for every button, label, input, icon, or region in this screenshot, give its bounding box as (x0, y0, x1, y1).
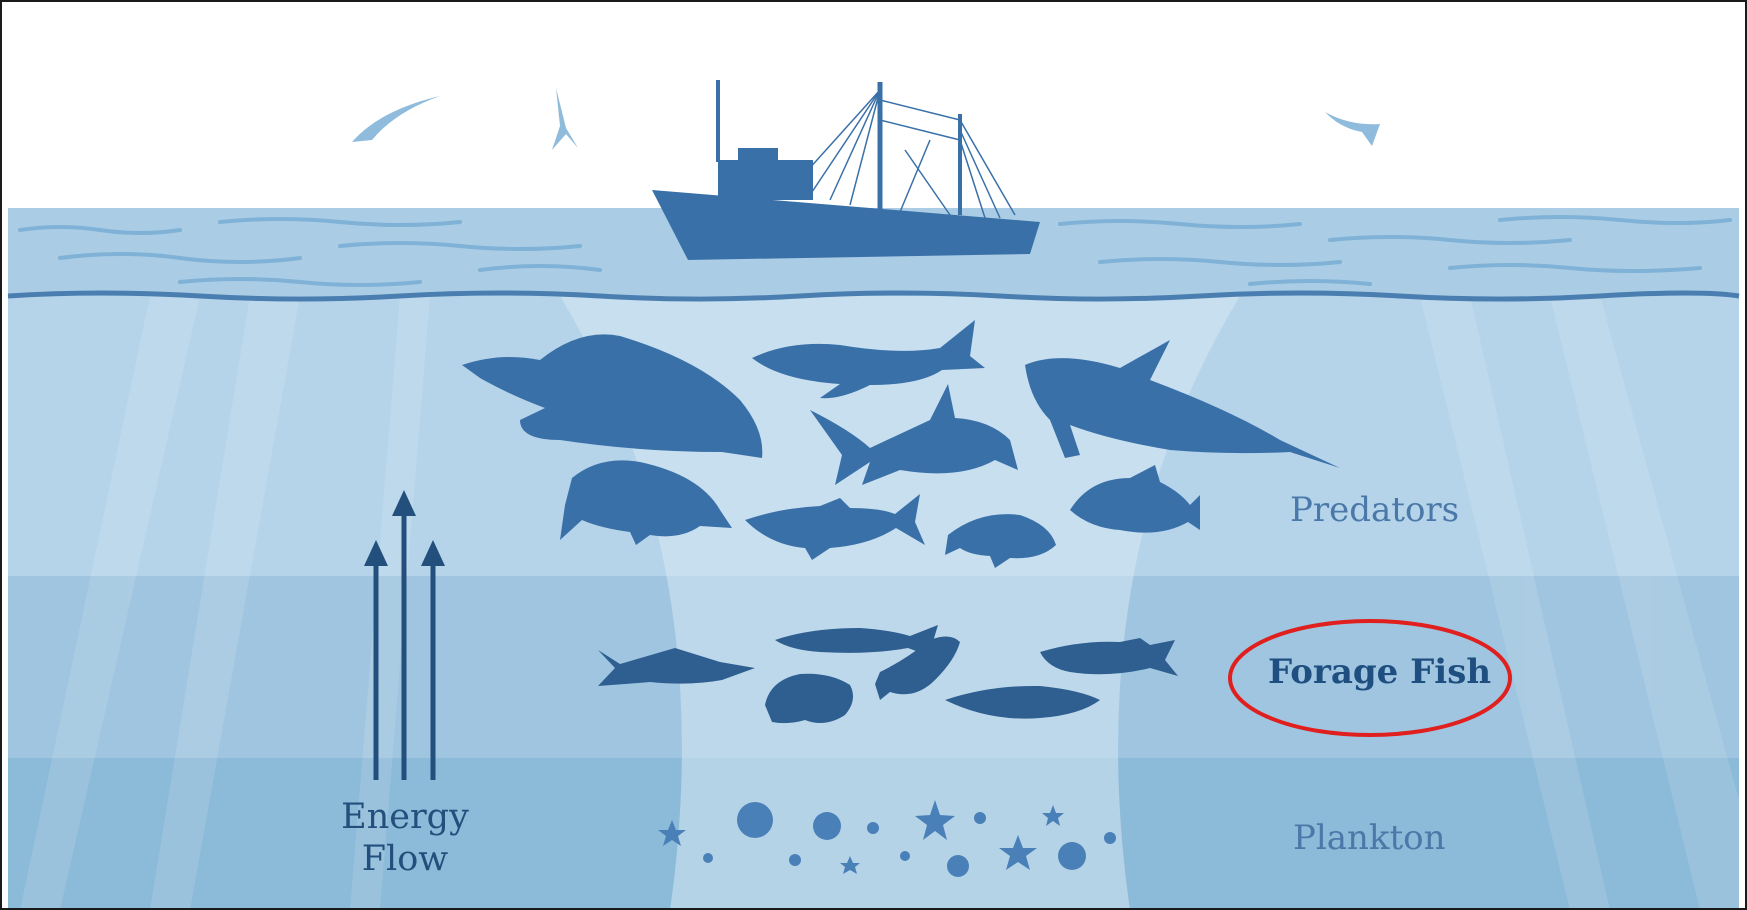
energy-flow-label: Energy Flow (310, 796, 500, 880)
forage-fish-label: Forage Fish (1268, 652, 1491, 692)
energy-flow-label-line1: Energy (310, 796, 500, 838)
predators-label: Predators (1290, 490, 1459, 530)
energy-flow-label-line2: Flow (310, 838, 500, 880)
plankton-label: Plankton (1293, 818, 1446, 858)
